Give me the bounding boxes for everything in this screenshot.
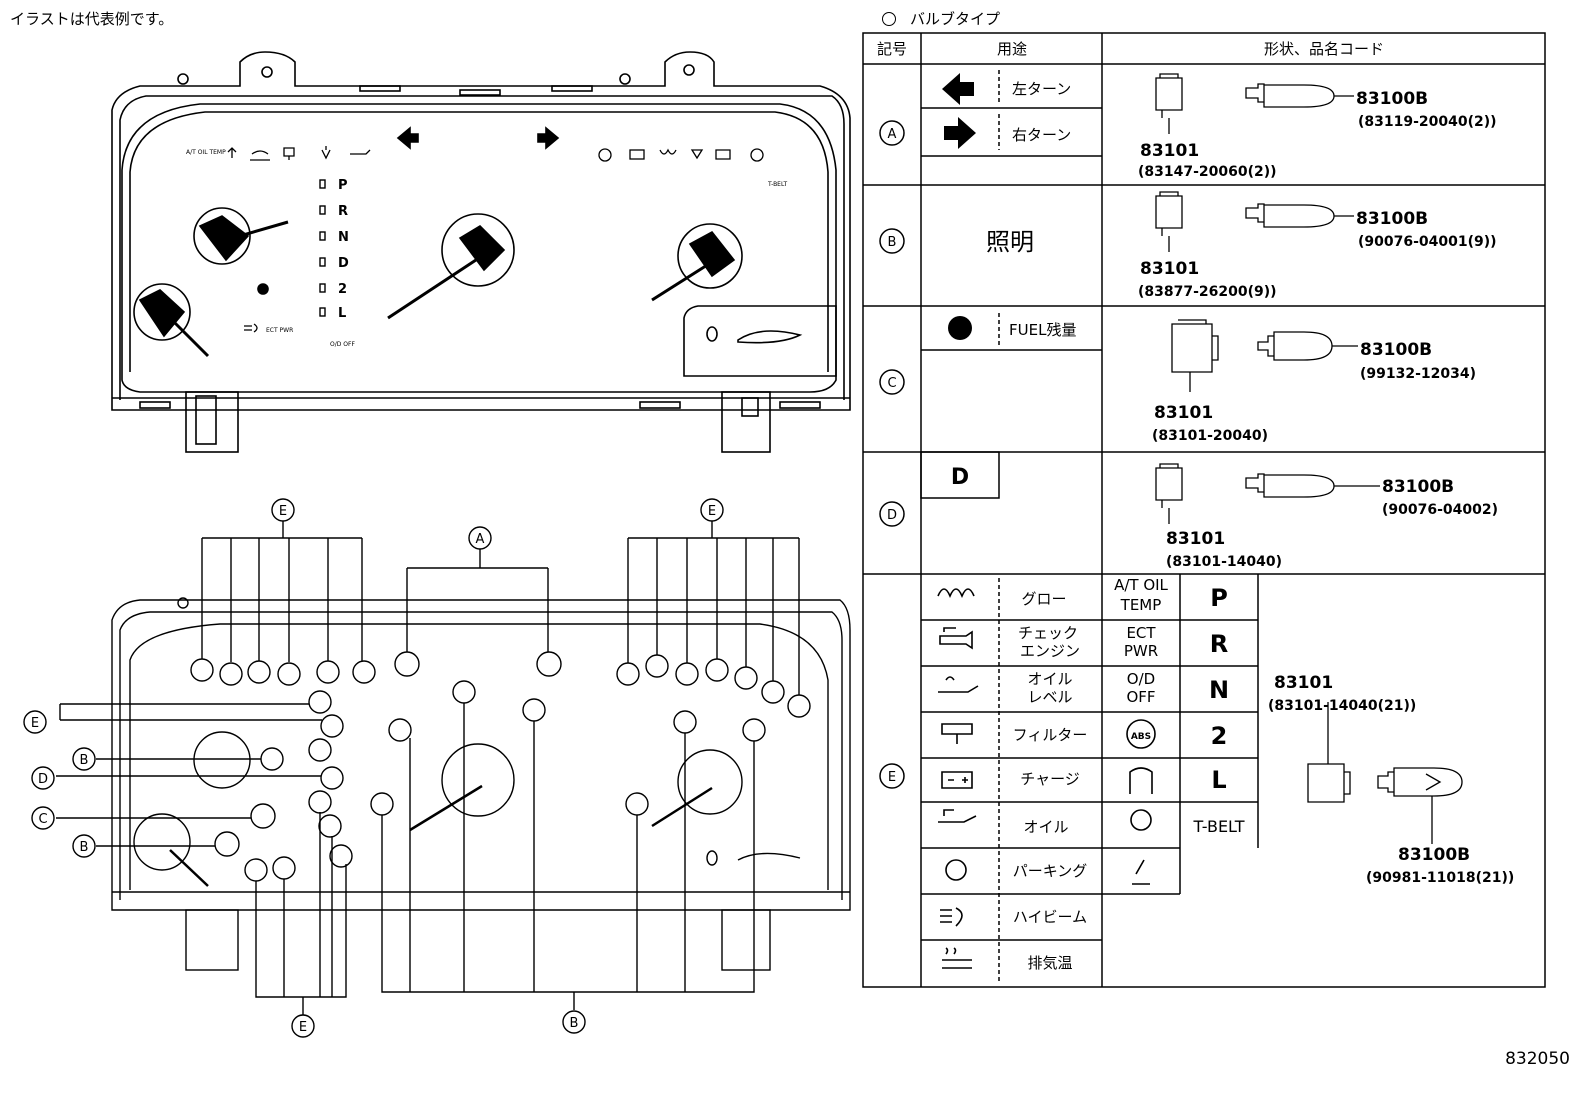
cluster-label: ECT PWR (266, 327, 293, 334)
figure-number: 832050 (1505, 1049, 1570, 1069)
use-oil-pressure: オイル (1023, 818, 1068, 836)
callout-label-e: E (708, 504, 716, 519)
letter-l: L (1211, 766, 1226, 794)
bulb-type-table: 記号 用途 形状、品名コード A B C D E 左ターン 右ターン 83101… (862, 32, 1546, 988)
socket-code-e: (83101-14040(21)) (1268, 698, 1416, 714)
bulb-part-d: 83100B (1382, 477, 1454, 497)
use-illumination: 照明 (986, 228, 1034, 256)
gear-letter: N (338, 230, 349, 245)
row-symbol-d: D (887, 508, 897, 523)
socket-code-b: (83877-26200(9)) (1138, 284, 1277, 300)
airbag-icon (1130, 809, 1152, 831)
callout-label-c: C (38, 812, 47, 827)
mid-ect: ECT (1126, 624, 1156, 642)
gear-letter: P (338, 178, 348, 193)
cluster-rear-view: E A E E B D C B E B (23, 498, 851, 1038)
cluster-label: O/D OFF (330, 341, 355, 348)
row-symbol-e: E (888, 770, 896, 785)
use-d-indicator: D (951, 465, 969, 490)
use-engine: エンジン (1020, 642, 1080, 660)
socket-part-b: 83101 (1140, 259, 1199, 279)
use-parking: パーキング (1013, 862, 1088, 880)
legend-title: バルブタイプ (882, 8, 1000, 29)
socket-code-a: (83147-20060(2)) (1138, 164, 1277, 180)
bulb-code-d: (90076-04002) (1382, 502, 1498, 518)
use-filter: フィルター (1013, 726, 1088, 744)
circle-marker-icon (882, 11, 896, 26)
use-level: レベル (1027, 688, 1072, 706)
use-exhaust-temp: 排気温 (1027, 954, 1072, 972)
mid-od: O/D (1127, 670, 1155, 688)
oil-level-icon (938, 676, 979, 693)
socket-code-d: (83101-14040) (1166, 554, 1282, 570)
use-left-turn: 左ターン (1012, 80, 1071, 98)
cluster-label: T-BELT (767, 181, 787, 188)
door-icon (1129, 767, 1153, 794)
row-symbol-a: A (888, 127, 897, 142)
use-right-turn: 右ターン (1012, 126, 1071, 144)
use-high-beam: ハイビーム (1013, 908, 1087, 926)
gear-letter: L (338, 306, 346, 321)
callout-label-b: B (80, 840, 89, 855)
bulb-code-a: (83119-20040(2)) (1358, 114, 1497, 130)
header-shape: 形状、品名コード (1264, 40, 1384, 58)
cluster-label: A/T OIL TEMP (186, 149, 226, 156)
callout-label-e: E (31, 716, 39, 731)
charge-icon (941, 771, 973, 789)
use-check: チェック (1018, 624, 1078, 642)
callout-label-d: D (38, 772, 48, 787)
bulb-part-b: 83100B (1356, 209, 1428, 229)
callout-label-b: B (570, 1016, 579, 1031)
oil-icon (938, 809, 977, 823)
header-use: 用途 (997, 40, 1027, 58)
socket-code-c: (83101-20040) (1152, 428, 1268, 444)
row-symbol-b: B (888, 235, 897, 250)
parking-icon (945, 859, 967, 881)
mid-at-oil: A/T OIL (1114, 576, 1168, 594)
gear-letter: D (338, 256, 349, 271)
gear-letter: R (338, 204, 348, 219)
use-oil: オイル (1027, 670, 1072, 688)
callout-label-e: E (279, 504, 287, 519)
filter-icon (941, 723, 973, 744)
row-symbol-c: C (887, 376, 896, 391)
letter-2: 2 (1211, 722, 1228, 750)
check-engine-icon (939, 627, 973, 650)
mid-abs: ABS (1131, 732, 1151, 742)
bulb-code-c: (99132-12034) (1360, 366, 1476, 382)
socket-part-c: 83101 (1154, 403, 1213, 423)
use-charge: チャージ (1020, 770, 1080, 788)
callout-label-b: B (80, 753, 89, 768)
bulb-part-e: 83100B (1398, 845, 1470, 865)
gear-letter: 2 (338, 282, 347, 297)
letter-r: R (1210, 630, 1228, 658)
legend-title-text: バルブタイプ (910, 10, 1001, 28)
header-symbol: 記号 (877, 40, 907, 58)
mid-temp: TEMP (1120, 596, 1162, 614)
bulb-code-e: (90981-11018(21)) (1366, 870, 1514, 886)
callout-label-e: E (299, 1020, 307, 1035)
socket-part-a: 83101 (1140, 141, 1199, 161)
cluster-front-view: P R N D 2 L A/T OIL TEMP ECT PWR O/D OFF… (111, 51, 851, 453)
high-beam-icon (940, 907, 963, 927)
letter-t-belt: T-BELT (1192, 817, 1244, 836)
seatbelt-icon (1132, 859, 1150, 885)
bulb-part-a: 83100B (1356, 89, 1428, 109)
use-glow: グロー (1021, 590, 1066, 608)
socket-part-d: 83101 (1166, 529, 1225, 549)
bulb-code-b: (90076-04001(9)) (1358, 234, 1497, 250)
mid-off: OFF (1126, 688, 1155, 706)
mid-pwr: PWR (1124, 642, 1158, 660)
letter-n: N (1209, 676, 1229, 704)
callout-label-a: A (476, 532, 485, 547)
glow-icon (937, 588, 975, 599)
socket-part-e: 83101 (1274, 673, 1333, 693)
exhaust-temp-icon (942, 947, 972, 969)
bulb-part-c: 83100B (1360, 340, 1432, 360)
illustration-note: イラストは代表例です。 (10, 10, 174, 28)
letter-p: P (1210, 584, 1228, 612)
abs-icon (1126, 719, 1156, 749)
use-fuel-remaining: FUEL残量 (1009, 321, 1076, 339)
